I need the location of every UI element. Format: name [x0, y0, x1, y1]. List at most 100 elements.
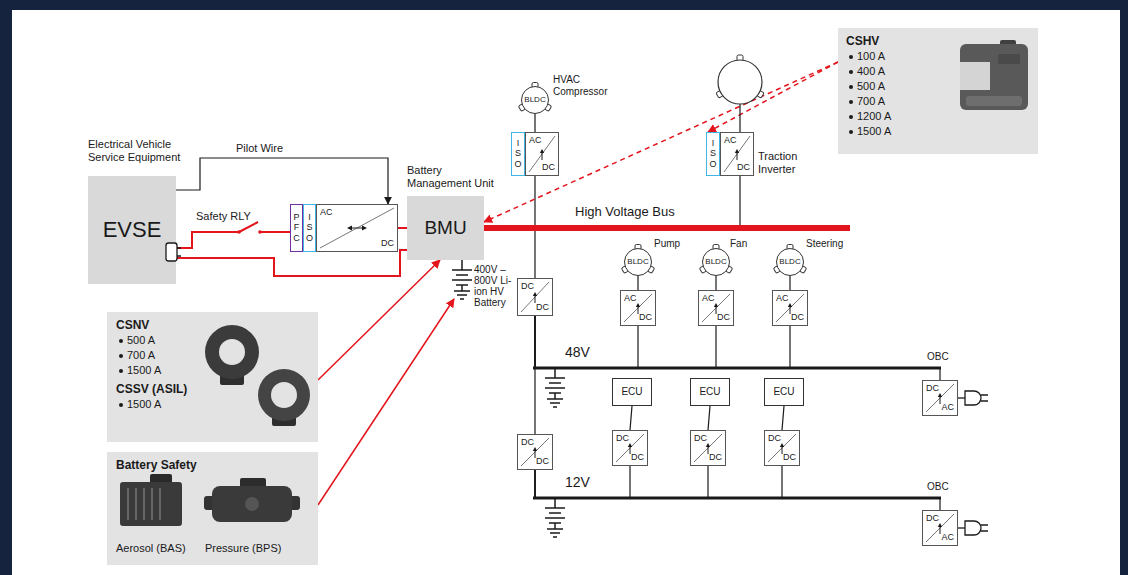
- obc-plug-icon-part: [981, 394, 988, 396]
- converter-arrowhead: [533, 292, 537, 296]
- node-heading: OBC: [927, 351, 949, 363]
- converter-arrow: [351, 228, 363, 229]
- converter-arrowhead: [347, 226, 352, 231]
- node-label: AC: [941, 402, 954, 413]
- csnv-sensor-photo-part: [258, 369, 310, 421]
- node-label: DC: [536, 456, 549, 467]
- hv-battery-symbol-part: [452, 269, 472, 271]
- isolation-block: I S O: [706, 132, 720, 176]
- converter-diagonal: [694, 434, 722, 462]
- obc-plug-icon-part: [958, 527, 965, 528]
- wire-connector: [484, 176, 740, 228]
- cshv-sensor-photo-part: [998, 54, 1020, 64]
- annotation-label: Traction Inverter: [758, 150, 808, 176]
- wire-connector: [637, 276, 638, 290]
- converter-arrowhead: [540, 149, 544, 153]
- converter-box: ACDC: [525, 132, 559, 176]
- converter-arrowhead: [714, 303, 718, 307]
- converter-arrow: [542, 153, 543, 160]
- traction-motor-part: [718, 60, 762, 104]
- motor-circle: [522, 87, 549, 114]
- obc-plug-icon-part: [965, 391, 981, 405]
- battery-12v-symbol-part: [554, 498, 556, 508]
- battery-48v-symbol-part: [554, 393, 556, 399]
- aerosol-sensor-photo-part: [120, 482, 182, 526]
- converter-arrowhead: [788, 303, 792, 307]
- converter-arrow: [638, 307, 639, 314]
- node-heading: Electrical Vehicle Service Equipment: [88, 138, 198, 164]
- node-label: 100 A: [848, 50, 885, 63]
- converter-box: DCDC: [764, 430, 800, 466]
- traction-motor: [716, 55, 764, 132]
- csnv-sensor-photo-part: [205, 325, 259, 379]
- node-label: CSNV: [116, 318, 149, 332]
- converter-arrow: [790, 307, 791, 314]
- node-label: AC: [320, 207, 333, 218]
- safety-relay-symbol: [237, 222, 262, 236]
- cshv-sensor-photo-part: [966, 96, 1022, 106]
- annotation-label: High Voltage Bus: [575, 204, 675, 220]
- converter-box: ACDC: [720, 132, 754, 176]
- high-voltage-bus: [478, 225, 850, 231]
- node-label: Aerosol (BAS): [116, 542, 186, 555]
- node-label: AC: [941, 532, 954, 543]
- isolation-block: I S O: [511, 132, 525, 176]
- converter-box: DCDC: [517, 434, 553, 470]
- node-label: Battery Safety: [116, 458, 197, 472]
- aerosol-sensor-photo-part: [127, 488, 129, 520]
- wire-connector: [535, 466, 630, 498]
- cshv-sensor-photo: [960, 40, 1028, 110]
- node-label: AC: [624, 293, 637, 304]
- battery-48v-symbol-part: [549, 382, 561, 384]
- node-label: AC: [724, 135, 737, 146]
- converter-arrow: [940, 527, 941, 534]
- wire-connector: [708, 406, 710, 430]
- node-label: DC: [521, 281, 534, 292]
- battery-48v-symbol-part: [545, 377, 565, 379]
- converter-arrowhead: [628, 443, 632, 447]
- hv-battery-symbol-part: [461, 285, 463, 291]
- motor-circle: [625, 249, 652, 276]
- node-label: 1200 A: [848, 110, 891, 123]
- node-label: DC: [639, 312, 652, 323]
- converter-diagonal: [529, 136, 555, 172]
- converter-arrowhead: [533, 447, 537, 451]
- battery-12v-symbol-part: [550, 532, 560, 534]
- converter-arrow: [940, 397, 941, 404]
- ecu-box: ECU: [612, 378, 652, 406]
- node-label: EVSE: [88, 217, 176, 243]
- node-label: DC: [791, 312, 804, 323]
- hv-battery-symbol-part: [461, 260, 463, 270]
- pressure-sensor-photo-part: [245, 497, 259, 511]
- obc-plug-icon-part: [981, 524, 988, 526]
- cshv-sensor-photo-part: [960, 62, 990, 90]
- node-label: 500 A: [118, 334, 155, 347]
- obc-plug-icon-part: [981, 530, 988, 532]
- obc-plug-icon-part: [958, 397, 965, 398]
- bmu-box: Battery Management UnitBMU: [407, 196, 484, 260]
- battery-safety-arrow: [318, 299, 454, 505]
- safety-relay-symbol-part: [258, 230, 262, 234]
- hv-battery-symbol: [452, 260, 472, 299]
- wire-connector: [535, 466, 782, 498]
- node-label: DC: [709, 452, 722, 463]
- aerosol-sensor-photo-part: [151, 488, 153, 520]
- converter-arrow: [630, 447, 631, 454]
- node-label: AC: [529, 135, 542, 146]
- converter-arrow: [708, 447, 709, 454]
- battery-12v-symbol-part: [554, 523, 556, 529]
- converter-arrow: [782, 447, 783, 454]
- node-label: DC: [926, 383, 939, 394]
- converter-arrowhead: [706, 443, 710, 447]
- bldc-motor: SteeringBLDC: [776, 248, 804, 276]
- safety-relay-symbol-part: [239, 222, 258, 232]
- obc-converter: OBCDCAC: [922, 510, 958, 546]
- battery-48v-symbol-part: [553, 406, 557, 408]
- node-label: BLDC: [521, 95, 549, 105]
- converter-diagonal: [926, 384, 954, 412]
- wire-connector: [789, 276, 790, 290]
- bldc-motor: PumpBLDC: [624, 248, 652, 276]
- wire-connector: [535, 316, 940, 380]
- aerosol-sensor-photo-part: [159, 488, 161, 520]
- wire-connector: [176, 250, 407, 276]
